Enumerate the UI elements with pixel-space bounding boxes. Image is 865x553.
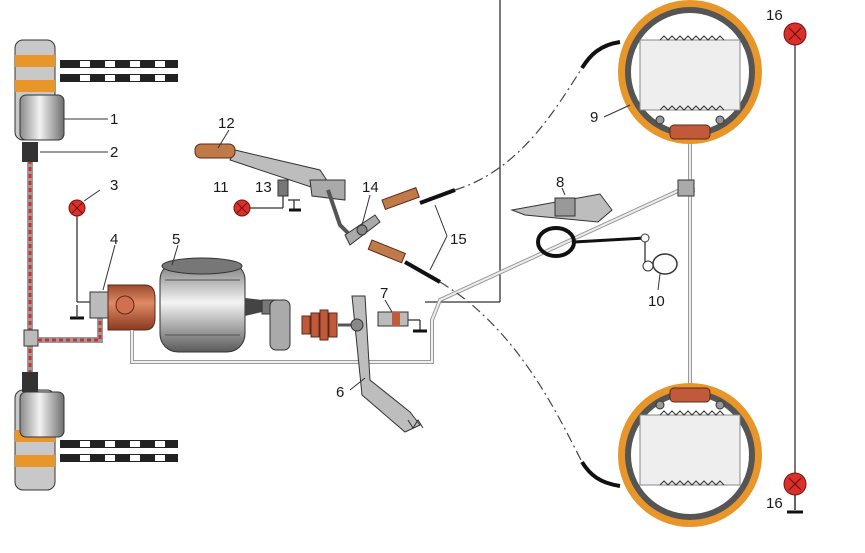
rear-drum-bottom [618,383,762,527]
label-16-bottom: 16 [766,495,783,512]
label-6: 6 [336,384,344,401]
handbrake-switch [277,179,301,212]
front-wheel-bottom [14,389,178,491]
brake-pedal [269,295,424,433]
leader-lines [40,104,661,391]
pressure-regulator [510,179,695,275]
label-4: 4 [110,231,118,248]
callout-labels: 1 2 3 4 5 6 7 8 9 10 11 12 13 14 15 16 1… [110,7,783,512]
label-13: 13 [255,179,272,196]
brake-lamp-top [783,22,807,46]
rear-drum-top [618,0,762,144]
front-wheel-top [14,39,178,141]
label-15: 15 [450,231,467,248]
vacuum-booster [159,257,283,353]
label-16-top: 16 [766,7,783,24]
master-cylinder [89,284,156,331]
warning-lamp-11 [233,196,284,217]
label-2: 2 [110,144,118,161]
label-9: 9 [590,109,598,126]
brake-lamp-bottom [783,472,807,514]
handbrake-lever [194,143,357,242]
warning-lamp-3 [68,199,100,320]
label-11: 11 [213,179,229,196]
label-1: 1 [110,111,118,128]
label-14: 14 [362,179,379,196]
label-3: 3 [110,177,118,194]
label-10: 10 [648,293,665,310]
label-12: 12 [218,115,235,132]
label-8: 8 [556,174,564,191]
label-7: 7 [380,285,388,302]
rear-cables [404,40,621,488]
cable-equalizer [344,187,420,264]
front-brake-pipe [22,142,103,392]
stop-light-switch [377,311,427,333]
label-5: 5 [172,231,180,248]
